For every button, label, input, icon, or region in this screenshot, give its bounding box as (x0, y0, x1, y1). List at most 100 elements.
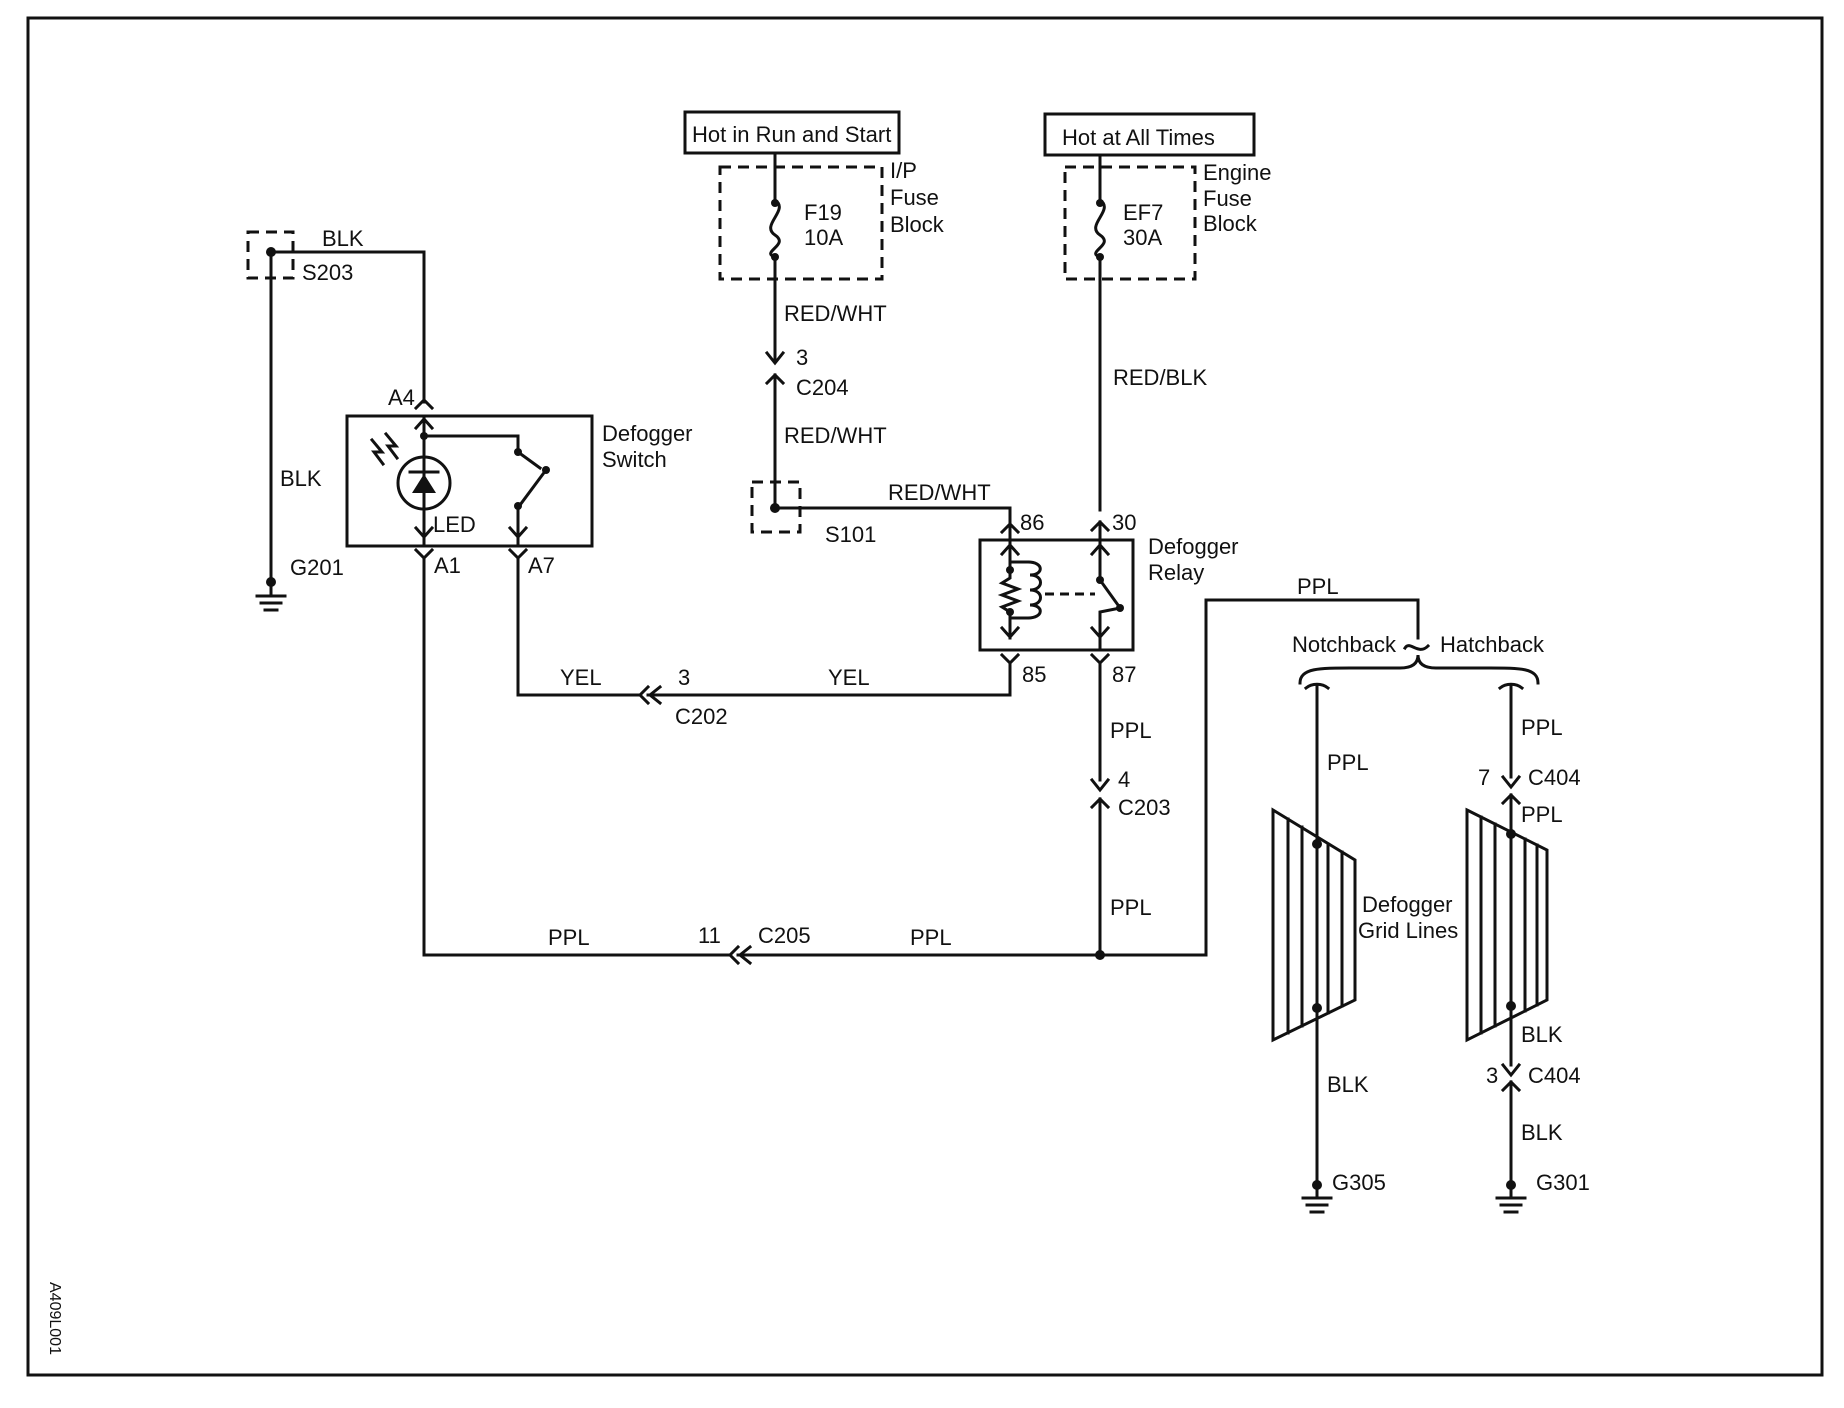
switch-pin-a7-arrow (507, 547, 529, 561)
wire-label-blk-left: BLK (280, 466, 322, 491)
wire-label-ppl-c203: PPL (1110, 895, 1152, 920)
engine-fuse-block: Hot at All Times EF7 30A Engine Fuse Blo… (1043, 112, 1272, 512)
pin-c404-bottom: 3 (1486, 1063, 1498, 1088)
variant-break-symbol (1402, 643, 1431, 651)
wire-label-ppl-grid: PPL (1297, 574, 1339, 599)
ground-g201-label: G201 (290, 555, 344, 580)
variant-hatchback: Hatchback (1440, 632, 1545, 657)
wire-label-blk-notchback: BLK (1327, 1072, 1369, 1097)
ip-fuse-block-label-3: Block (890, 212, 945, 237)
led-light-rays-icon (383, 431, 400, 461)
ip-fuse-block-label-1: I/P (890, 158, 917, 183)
connector-c205-arrow (737, 944, 753, 966)
ip-fuse-symbol (769, 197, 781, 259)
defogger-switch: A4 LED Defogger Switch A1 A7 (345, 250, 693, 578)
wire-label-ppl-notchback: PPL (1327, 750, 1369, 775)
pin-c202: 3 (678, 665, 690, 690)
connector-c202-label: C202 (675, 704, 728, 729)
ground-g301-label: G301 (1536, 1170, 1590, 1195)
wire-label-ppl-relay: PPL (1110, 718, 1152, 743)
wire-label-blk-hatchback-1: BLK (1521, 1022, 1563, 1047)
splice-s203-label: S203 (302, 260, 353, 285)
pin-c404-top: 7 (1478, 765, 1490, 790)
ground-g201: G201 (255, 555, 344, 612)
wire-label-ppl-bus-2: PPL (910, 925, 952, 950)
figure-id: A409L001 (46, 1282, 63, 1355)
wire-label-red-wht-2: RED/WHT (784, 423, 887, 448)
ip-fuse-block-outline (718, 165, 884, 281)
relay-pin-85: 85 (1022, 662, 1046, 687)
defogger-grid-hatchback (1465, 807, 1549, 1043)
hot-in-run-start-label: Hot in Run and Start (692, 122, 891, 147)
relay-coil (1026, 560, 1042, 620)
switch-pin-a4-receptacle (413, 397, 435, 411)
diagram-frame (26, 16, 1824, 1377)
hot-at-all-times-label: Hot at All Times (1062, 125, 1215, 150)
wire-label-ppl-bus-1: PPL (548, 925, 590, 950)
wire-label-yel-1: YEL (560, 665, 602, 690)
engine-fuse-block-label-2: Fuse (1203, 186, 1252, 211)
connector-c203-label: C203 (1118, 795, 1171, 820)
defogger-relay: 86 30 85 87 Defogger Relay (978, 510, 1239, 687)
switch-label-2: Switch (602, 447, 667, 472)
connector-c204-arrow (764, 350, 786, 366)
wire-label-ppl-hatchback-1: PPL (1521, 715, 1563, 740)
switch-pin-a1-arrow (413, 547, 435, 561)
switch-label-1: Defogger (602, 421, 693, 446)
ip-fuse-block-label-2: Fuse (890, 185, 939, 210)
variant-notchback: Notchback (1292, 632, 1397, 657)
defogger-grid-notchback (1271, 807, 1357, 1043)
switch-contact-arm (515, 449, 543, 471)
led-diode-icon (412, 474, 436, 493)
connector-c202-arrow (647, 684, 663, 706)
relay-pin-87: 87 (1112, 662, 1136, 687)
splice-s101-label: S101 (825, 522, 876, 547)
relay-pin-30: 30 (1112, 510, 1136, 535)
wire-label-ppl-hatchback-2: PPL (1521, 802, 1563, 827)
wire-label-blk-top: BLK (322, 226, 364, 251)
switch-pin-a4: A4 (388, 385, 415, 410)
pin-c204: 3 (796, 345, 808, 370)
engine-fuse-id: EF7 (1123, 200, 1163, 225)
pin-c203: 4 (1118, 767, 1130, 792)
engine-fuse-block-outline (1063, 165, 1197, 281)
connector-c205-label: C205 (758, 923, 811, 948)
wire-label-red-wht-3: RED/WHT (888, 480, 991, 505)
connector-c203-arrow (1089, 777, 1111, 793)
relay-pin-86: 86 (1020, 510, 1044, 535)
wire-label-blk-hatchback-2: BLK (1521, 1120, 1563, 1145)
ip-fuse-rating: 10A (804, 225, 843, 250)
ground-g305: G305 (1301, 1170, 1386, 1214)
relay-label-1: Defogger (1148, 534, 1239, 559)
engine-fuse-block-label-1: Engine (1203, 160, 1272, 185)
switch-pin-a1: A1 (434, 553, 461, 578)
relay-coil-resistor (997, 568, 1023, 640)
pin-c205: 11 (698, 923, 721, 948)
switch-pin-a7: A7 (528, 553, 555, 578)
wire-label-red-wht-1: RED/WHT (784, 301, 887, 326)
ip-fuse-id: F19 (804, 200, 842, 225)
connector-c404-top-label: C404 (1528, 765, 1581, 790)
ground-g301: G301 (1495, 1170, 1590, 1214)
grid-lines-label-2: Grid Lines (1358, 918, 1458, 943)
hot-in-run-start-box (683, 110, 901, 155)
wire-label-red-blk: RED/BLK (1113, 365, 1207, 390)
ground-g305-label: G305 (1332, 1170, 1386, 1195)
relay-body (978, 538, 1135, 652)
hot-at-all-times-box (1043, 112, 1256, 157)
connector-c404-bottom-label: C404 (1528, 1063, 1581, 1088)
wire-label-yel-2: YEL (828, 665, 870, 690)
connector-c204-label: C204 (796, 375, 849, 400)
grid-lines-label-1: Defogger (1362, 892, 1453, 917)
engine-fuse-symbol (1094, 197, 1106, 259)
connector-c404-top-arrow (1500, 774, 1522, 790)
engine-fuse-rating: 30A (1123, 225, 1162, 250)
relay-switch-arm (1097, 577, 1121, 608)
led-label: LED (433, 512, 476, 537)
relay-label-2: Relay (1148, 560, 1204, 585)
switch-body (345, 414, 594, 548)
connector-c404-bottom-arrow (1500, 1062, 1522, 1078)
variant-brace (1298, 654, 1540, 685)
ip-fuse-block: Hot in Run and Start F19 10A I/P Fuse Bl… (683, 110, 945, 362)
